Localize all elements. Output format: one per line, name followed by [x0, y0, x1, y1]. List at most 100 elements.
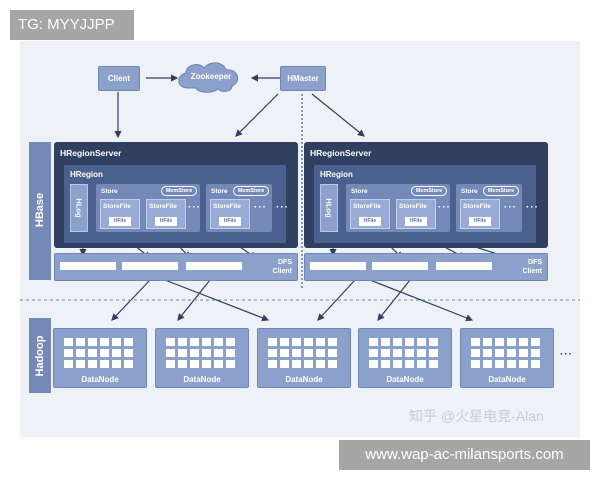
- datanode-box: DataNode: [460, 328, 554, 388]
- datanode-block: [280, 349, 289, 357]
- datanode-box: DataNode: [257, 328, 351, 388]
- storefile-box: [396, 199, 436, 229]
- datanode-block: [64, 360, 73, 368]
- hfile-box: HFile: [358, 216, 382, 227]
- hmaster-box: HMaster: [280, 66, 326, 91]
- datanode-block: [328, 338, 337, 346]
- datanode-block: [268, 338, 277, 346]
- client-box: Client: [98, 66, 140, 91]
- datanode-box: DataNode: [155, 328, 249, 388]
- datanode-block: [471, 349, 480, 357]
- datanode-block: [519, 360, 528, 368]
- datanode-block: [405, 349, 414, 357]
- datanode-block: [226, 360, 235, 368]
- datanode-block: [471, 360, 480, 368]
- storefile-label: StoreFile: [399, 203, 427, 210]
- datanode-block: [112, 349, 121, 357]
- datanode-block: [393, 338, 402, 346]
- datanode-block: [531, 338, 540, 346]
- datanode-block: [369, 349, 378, 357]
- datanode-block: [393, 360, 402, 368]
- datanode-block: [190, 338, 199, 346]
- storefile-label: StoreFile: [213, 203, 241, 210]
- store-label: Store: [351, 188, 368, 195]
- dfs-segment: [310, 262, 366, 270]
- url-label: www.wap-ac-milansports.com: [339, 440, 590, 470]
- dfs-label-line1: DFS: [278, 259, 292, 266]
- datanode-block: [112, 360, 121, 368]
- datanode-block: [429, 360, 438, 368]
- datanode-block: [507, 338, 516, 346]
- storefile-label: StoreFile: [149, 203, 177, 210]
- datanode-block: [507, 360, 516, 368]
- datanode-block: [304, 360, 313, 368]
- client-label: Client: [107, 74, 131, 83]
- datanode-block: [328, 360, 337, 368]
- store-more-dots: ···: [276, 202, 289, 213]
- datanode-block: [76, 338, 85, 346]
- arrow-hmaster-regionserver-right: [311, 93, 365, 137]
- dfs-label-line2: Client: [522, 268, 542, 275]
- hlog-box: HLog: [70, 184, 88, 232]
- datanode-block: [417, 360, 426, 368]
- datanode-block: [429, 338, 438, 346]
- datanode-block: [328, 349, 337, 357]
- datanode-block: [64, 349, 73, 357]
- dfs-segment: [186, 262, 242, 270]
- datanode-block: [166, 338, 175, 346]
- datanode-block: [226, 349, 235, 357]
- dfs-segment: [372, 262, 428, 270]
- datanode-block: [202, 360, 211, 368]
- hadoop-label-wrap: Hadoop: [25, 336, 55, 377]
- storefile-label: StoreFile: [463, 203, 491, 210]
- datanode-block: [316, 360, 325, 368]
- datanode-block: [369, 360, 378, 368]
- datanode-block: [214, 360, 223, 368]
- hfile-box: HFile: [468, 216, 492, 227]
- hlog-box: HLog: [320, 184, 338, 232]
- hfile-box: HFile: [404, 216, 428, 227]
- hbase-band: [29, 142, 51, 280]
- region-server-title: HRegionServer: [60, 148, 122, 158]
- datanode-block: [178, 360, 187, 368]
- memstore-badge: MemStore: [483, 186, 519, 196]
- hadoop-label: Hadoop: [34, 335, 46, 377]
- datanode-label: DataNode: [285, 375, 323, 384]
- datanode-block: [124, 349, 133, 357]
- region-server-title: HRegionServer: [310, 148, 372, 158]
- memstore-badge: MemStore: [161, 186, 197, 196]
- datanode-block: [417, 349, 426, 357]
- storefile-more-dots: ···: [438, 202, 451, 213]
- datanode-block: [64, 338, 73, 346]
- storefile-more-dots: ···: [188, 202, 201, 213]
- store-label: Store: [101, 188, 118, 195]
- arrow-hmaster-regionserver-left: [235, 93, 279, 137]
- datanode-block: [202, 349, 211, 357]
- datanode-block: [381, 349, 390, 357]
- datanode-block: [495, 349, 504, 357]
- datanode-block: [112, 338, 121, 346]
- storefile-label: StoreFile: [103, 203, 131, 210]
- datanode-block: [471, 338, 480, 346]
- datanode-block: [280, 338, 289, 346]
- hbase-label-wrap: HBase: [25, 193, 55, 227]
- hlog-label: HLog: [324, 198, 334, 218]
- datanode-block: [507, 349, 516, 357]
- datanode-block: [405, 360, 414, 368]
- datanode-block: [76, 349, 85, 357]
- datanode-block: [226, 338, 235, 346]
- datanode-block: [124, 360, 133, 368]
- datanode-block: [88, 360, 97, 368]
- datanode-block: [417, 338, 426, 346]
- datanode-block: [304, 349, 313, 357]
- datanode-block: [304, 338, 313, 346]
- dfs-label-line1: DFS: [528, 259, 542, 266]
- storefile-more-dots: ···: [504, 202, 517, 213]
- datanode-block: [190, 360, 199, 368]
- datanode-box: DataNode: [358, 328, 452, 388]
- datanode-label: DataNode: [488, 375, 526, 384]
- datanode-block: [405, 338, 414, 346]
- datanode-block: [381, 360, 390, 368]
- datanode-block: [202, 338, 211, 346]
- memstore-badge: MemStore: [411, 186, 447, 196]
